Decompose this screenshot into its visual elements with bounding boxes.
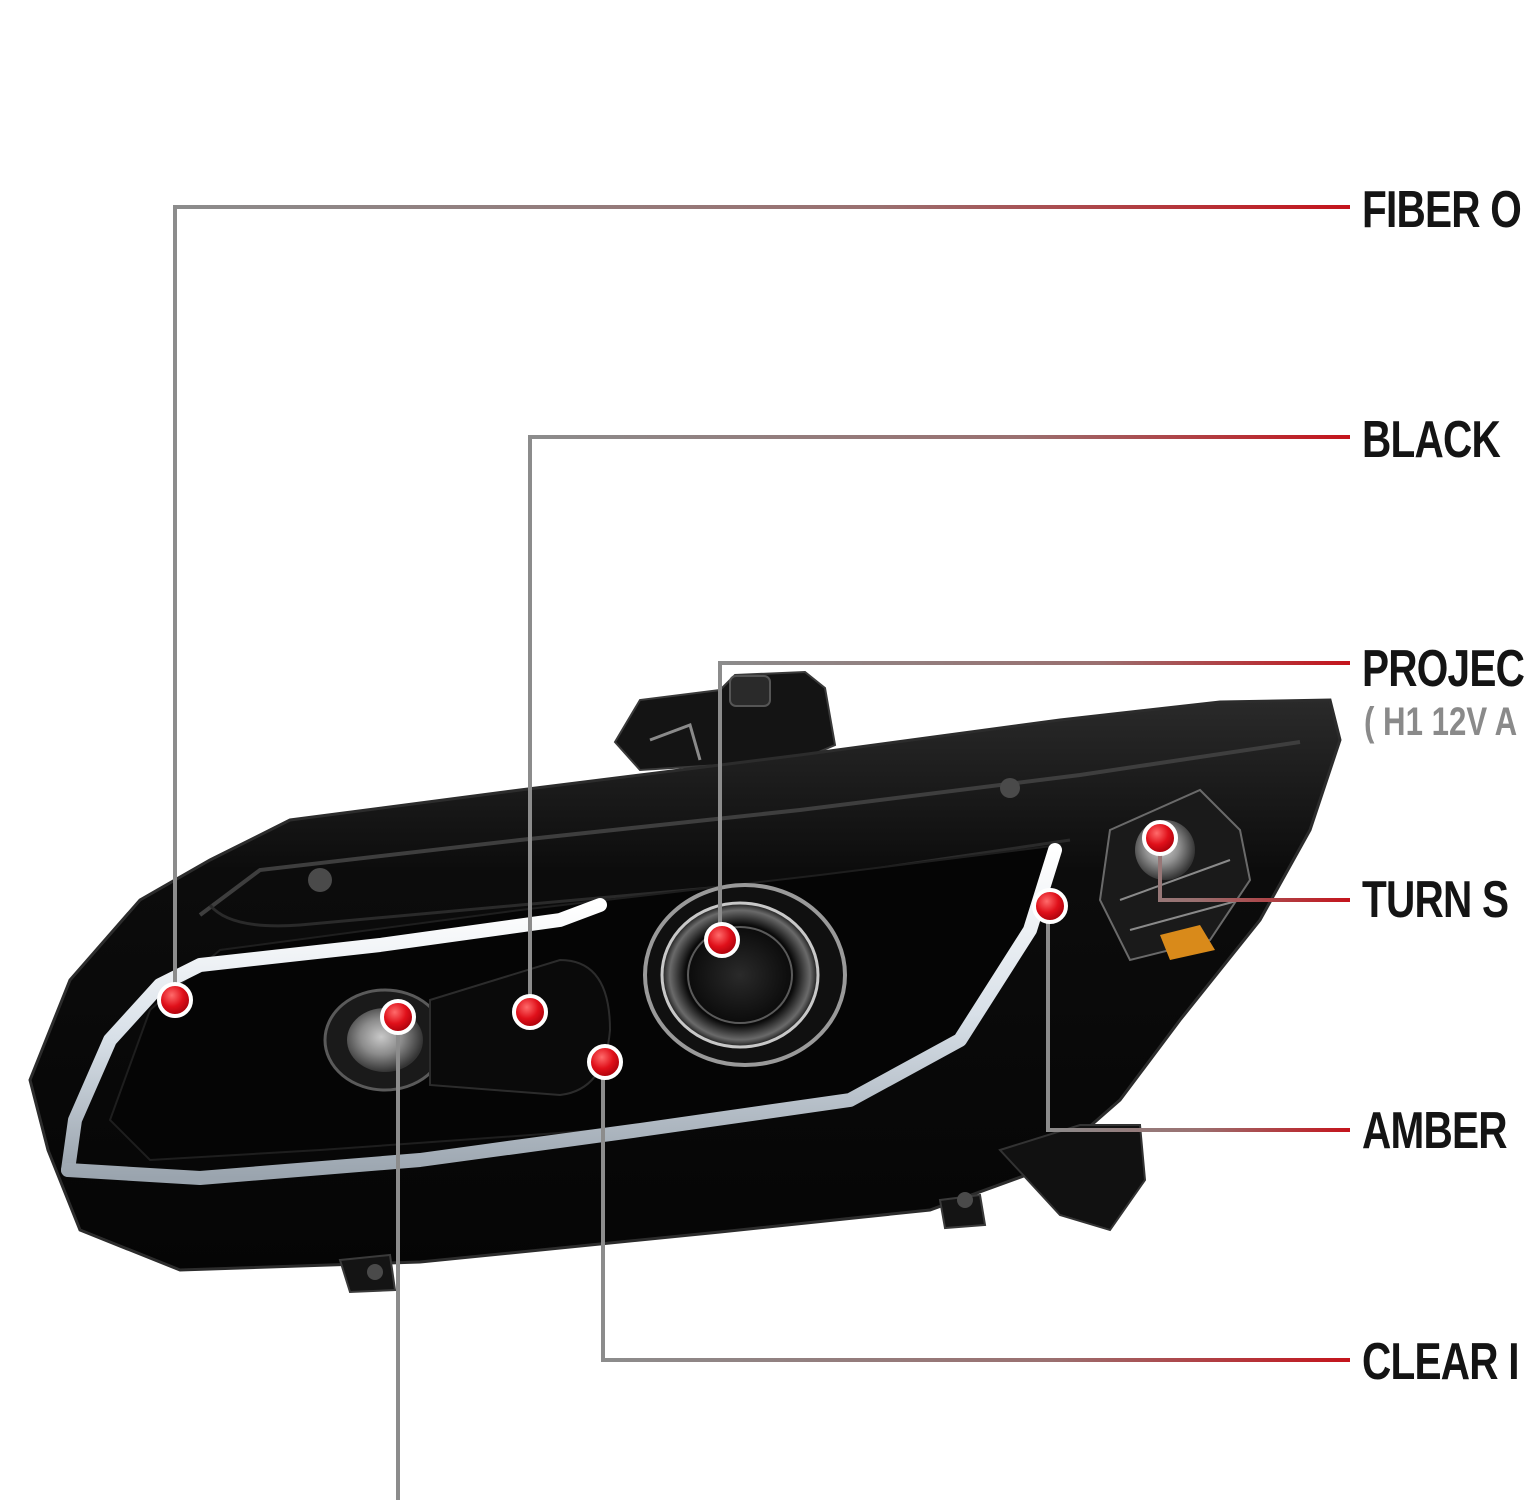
marker-clear xyxy=(587,1044,623,1080)
bracket-socket xyxy=(729,675,771,707)
projector-barrel xyxy=(429,958,612,1097)
amber-reflector xyxy=(1160,925,1215,960)
leader-lines xyxy=(173,205,1350,1500)
leader-line-turn xyxy=(1158,840,1350,902)
wiring-connector xyxy=(998,1124,1147,1232)
callout-sub-projector: ( H1 12V A xyxy=(1364,700,1518,744)
projector-lens xyxy=(660,901,820,1049)
marker-low-beam xyxy=(380,999,416,1035)
marker-turn xyxy=(1142,820,1178,856)
leader-line-clear xyxy=(601,1062,1350,1362)
callout-label-amber: AMBER xyxy=(1362,1102,1508,1160)
leader-line-amber xyxy=(1046,906,1350,1132)
leader-line-fiber xyxy=(173,205,1350,1000)
callout-label-projector: PROJEC xyxy=(1362,640,1524,698)
marker-black xyxy=(512,994,548,1030)
headlight-assembly xyxy=(28,670,1342,1294)
callout-label-fiber: FIBER O xyxy=(1362,181,1522,239)
callout-label-black: BLACK xyxy=(1362,411,1501,469)
callout-label-turn: TURN S xyxy=(1362,871,1509,929)
fiber-optic-light-bar-lower xyxy=(61,843,1062,1185)
marker-amber xyxy=(1032,888,1068,924)
housing-upper-lip xyxy=(198,740,1301,917)
leader-line-projector xyxy=(718,661,1350,940)
callout-markers xyxy=(157,820,1178,1080)
leader-line-black xyxy=(528,435,1350,1012)
marker-projector xyxy=(704,922,740,958)
callout-label-clear: CLEAR I xyxy=(1362,1333,1520,1391)
marker-fiber xyxy=(157,982,193,1018)
